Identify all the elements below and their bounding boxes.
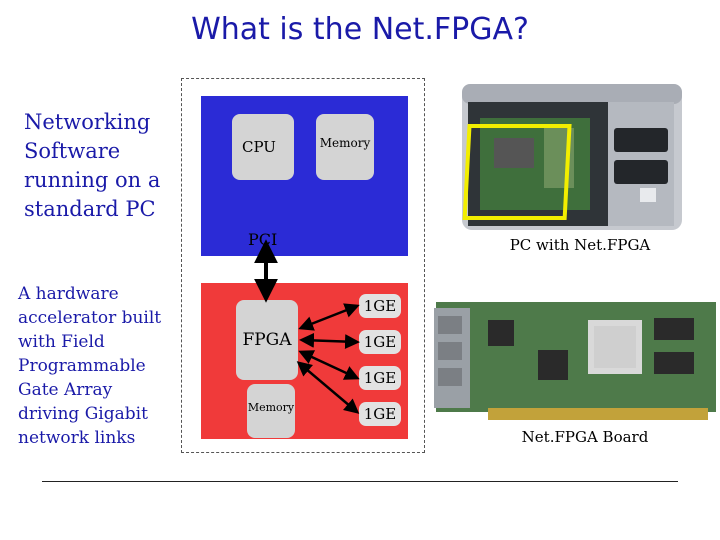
port-link-arrow-1 xyxy=(298,303,360,331)
system-boundary xyxy=(181,78,425,453)
port-label: 1GE xyxy=(363,297,397,315)
pc-photo xyxy=(462,84,682,230)
fpga-chip xyxy=(236,300,298,380)
netfpga-board-photo xyxy=(428,290,720,428)
port-link-arrow-2 xyxy=(299,332,360,350)
pc-memory-label: Memory xyxy=(319,136,371,150)
pc-caption: PC with Net.FPGA xyxy=(509,236,651,254)
slide-title: What is the Net.FPGA? xyxy=(191,12,529,47)
port-link-arrow-3 xyxy=(298,350,360,380)
port-label: 1GE xyxy=(363,369,397,387)
highlight-frame xyxy=(462,124,572,220)
port-label: 1GE xyxy=(363,333,397,351)
board-caption: Net.FPGA Board xyxy=(521,428,649,446)
gigabit-port-3 xyxy=(359,366,401,390)
hardware-description: A hardware accelerator built with Field … xyxy=(18,284,162,448)
gigabit-port-4 xyxy=(359,402,401,426)
cpu-chip xyxy=(232,114,294,180)
fpga-label: FPGA xyxy=(242,330,292,350)
fpga-memory-label: Memory xyxy=(247,401,295,414)
port-link-arrow-4 xyxy=(296,361,360,414)
pc-memory-chip xyxy=(316,114,374,180)
footer-rule xyxy=(42,481,678,482)
port-label: 1GE xyxy=(363,405,397,423)
gigabit-port-2 xyxy=(359,330,401,354)
fpga-memory-chip xyxy=(247,384,295,438)
gigabit-port-1 xyxy=(359,294,401,318)
cpu-label: CPU xyxy=(242,138,276,156)
software-description: Networking Software running on a standar… xyxy=(24,110,161,221)
